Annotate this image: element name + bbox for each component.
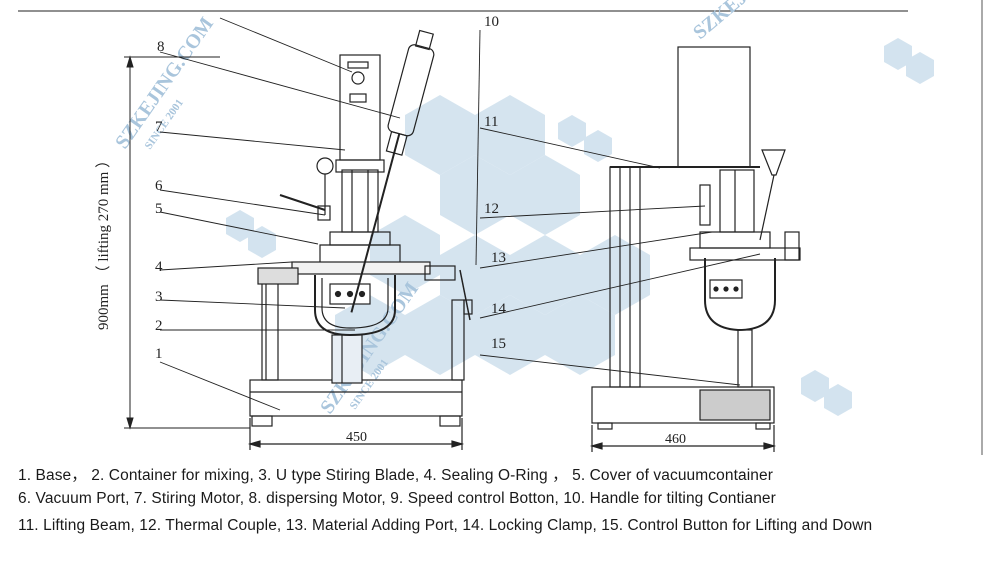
- thermometer-gauge: [316, 157, 334, 175]
- callout-1: 1: [155, 346, 163, 362]
- callout-13: 13: [491, 250, 506, 266]
- callout-7: 7: [155, 119, 163, 135]
- callout-8: 8: [157, 39, 165, 55]
- callout-11: 11: [484, 114, 498, 130]
- leader-lines: [159, 17, 761, 411]
- callout-14: 14: [491, 301, 507, 317]
- control-panel: [339, 54, 381, 161]
- callout-labels: 8 7 6 5 4 3 2 1 10 11 12 13 14 15: [155, 14, 507, 362]
- callout-4: 4: [155, 259, 163, 275]
- legend-row-2: 6. Vacuum Port, 7. Stiring Motor, 8. dis…: [18, 490, 776, 507]
- legend-row-3: 11. Lifting Beam, 12. Thermal Couple, 13…: [18, 517, 873, 534]
- watermark-small-hexes: [226, 38, 934, 416]
- front-width-label: 450: [346, 430, 367, 445]
- callout-15: 15: [491, 336, 506, 352]
- lifting-beam: [677, 46, 751, 168]
- mixing-container: [314, 275, 396, 337]
- vacuum-cover: [291, 261, 431, 275]
- front-view: [247, 29, 473, 450]
- callout-10: 10: [484, 14, 499, 30]
- legend-row-1: 1. Base， 2. Container for mixing, 3. U t…: [18, 467, 773, 484]
- watermark-domain-top: SZKEJING.COM: [689, 0, 822, 44]
- callout-6: 6: [155, 178, 163, 194]
- callout-3: 3: [155, 289, 163, 305]
- callout-12: 12: [484, 201, 499, 217]
- height-dimension: [124, 55, 250, 430]
- callout-5: 5: [155, 201, 163, 217]
- equipment-diagram: SZKEJING.COM SINCE 2001 SZKEJING.COM SIN…: [18, 0, 983, 455]
- height-dimension-label: 900mm （ lifting 270 mm ）: [95, 153, 112, 330]
- side-width-label: 460: [665, 432, 686, 447]
- callout-2: 2: [155, 318, 163, 334]
- side-view: [589, 46, 801, 452]
- material-adding-funnel: [761, 149, 786, 176]
